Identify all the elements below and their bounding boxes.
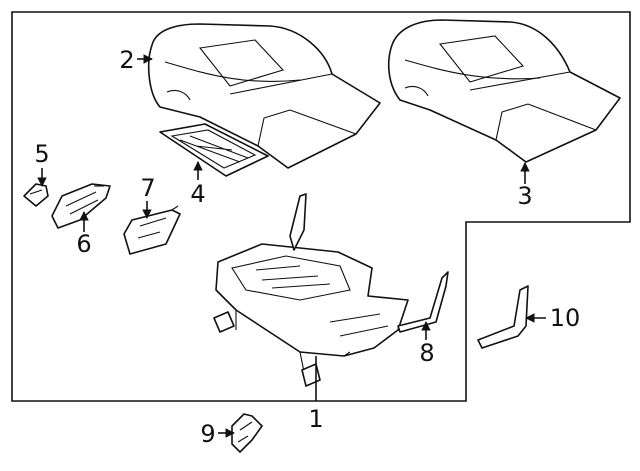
seat-cushion-cover: [147, 23, 381, 169]
callout-4: 4: [190, 180, 205, 208]
callout-8: 8: [419, 339, 434, 367]
callout-9: 9: [200, 420, 215, 448]
trim-cap: [23, 183, 49, 207]
seat-heater-pad: [159, 123, 269, 177]
callout-6: 6: [76, 230, 91, 258]
callout-3: 3: [517, 182, 532, 210]
seat-bracket: [123, 205, 181, 255]
callout-5: 5: [34, 140, 49, 168]
trim-strip: [477, 285, 529, 349]
frame-clip: [231, 413, 263, 453]
assembly-frame: [11, 11, 631, 402]
seat-cushion-cover-alt: [387, 19, 621, 163]
callout-2: 2: [119, 46, 134, 74]
callout-10: 10: [550, 304, 581, 332]
side-shield: [51, 183, 111, 229]
callout-7: 7: [140, 174, 155, 202]
track-rail: [397, 271, 449, 333]
callout-1: 1: [308, 405, 323, 433]
seat-frame-assembly: [213, 193, 409, 387]
